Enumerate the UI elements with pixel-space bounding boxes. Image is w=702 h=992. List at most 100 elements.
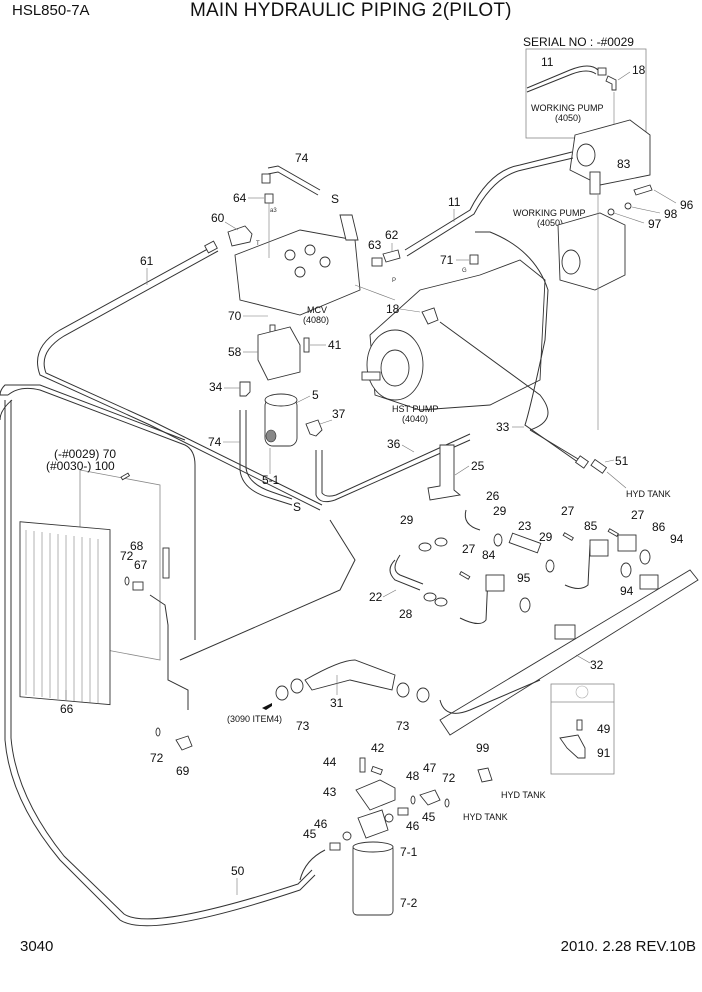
inset-49-91: 49 91 xyxy=(550,683,615,775)
filter-cartridge-7-2 xyxy=(352,844,394,916)
callout-33: 33 xyxy=(496,420,510,434)
callout-94b: 94 xyxy=(620,584,634,598)
hose-50 xyxy=(4,400,316,927)
s-mark-lower: S xyxy=(293,500,301,514)
fitting-33 xyxy=(574,455,590,469)
callout-94a: 94 xyxy=(670,532,684,546)
hose-33-end xyxy=(529,429,584,463)
callout-7-2: 7-2 xyxy=(400,896,418,910)
tube-85 xyxy=(564,544,591,589)
leader-96 xyxy=(653,189,677,204)
callout-41: 41 xyxy=(328,338,342,352)
callout-26: 26 xyxy=(486,489,500,503)
callout-69: 69 xyxy=(176,764,190,778)
hst-pump: HST PUMP (4040) G xyxy=(361,259,546,424)
clamp-29a-1 xyxy=(418,542,432,552)
callout-70: 70 xyxy=(228,309,242,323)
callout-29b: 29 xyxy=(493,504,507,518)
port-t: T xyxy=(256,241,260,247)
mcv-port-b xyxy=(304,244,316,256)
bolt-27-b xyxy=(562,532,574,541)
callout-34: 34 xyxy=(209,380,223,394)
leader-98 xyxy=(631,206,661,214)
page-title: MAIN HYDRAULIC PIPING 2(PILOT) xyxy=(190,0,512,21)
oring-94-a xyxy=(639,549,651,565)
pipe-11-inset xyxy=(526,65,599,89)
tee-34 xyxy=(239,381,251,397)
elbow-83 xyxy=(589,171,601,195)
port-p: P xyxy=(392,278,396,284)
washer-98 xyxy=(624,202,632,210)
hose-11-edge xyxy=(406,157,574,257)
connector-67 xyxy=(132,581,144,591)
oring-72-b xyxy=(155,727,161,737)
leader-5 xyxy=(295,395,311,404)
callout-96: 96 xyxy=(680,198,694,212)
elbow-18 xyxy=(421,307,439,325)
fitting-64 xyxy=(264,193,274,204)
callout-37: 37 xyxy=(332,407,346,421)
mcv-port-d xyxy=(294,266,306,278)
hose-50-end xyxy=(299,849,326,881)
hose-22 xyxy=(389,559,421,591)
frame-loop-outer xyxy=(0,384,186,441)
callout-29c: 29 xyxy=(539,530,553,544)
clamp-73-a2 xyxy=(290,678,304,694)
clamp-29c xyxy=(545,559,555,573)
callout-7-1: 7-1 xyxy=(400,845,418,859)
callout-18: 18 xyxy=(386,302,400,316)
serial-note-70: (-#0029) 70 xyxy=(54,447,116,461)
hst-pump-hub xyxy=(380,349,410,387)
revision-date: 2010. 2.28 REV.10B xyxy=(560,938,696,955)
bolt-42 xyxy=(370,765,383,776)
callout-32: 32 xyxy=(590,658,604,672)
leader-25 xyxy=(454,465,470,476)
bracket-43 xyxy=(355,779,396,811)
hyd-tank-label-2: HYD TANK xyxy=(463,812,508,822)
elbow-18-inset xyxy=(605,75,617,91)
inset-pump-code: (4050) xyxy=(555,113,581,123)
callout-43: 43 xyxy=(323,785,337,799)
leader-97 xyxy=(613,212,645,224)
callout-72-b: 72 xyxy=(150,751,164,765)
callout-36: 36 xyxy=(387,437,401,451)
hyd-tank-label-1: HYD TANK xyxy=(626,489,671,499)
callout-97: 97 xyxy=(648,217,662,231)
flange-86 xyxy=(617,534,637,552)
bolt-96 xyxy=(633,184,653,196)
callout-11-inset: 11 xyxy=(541,55,554,69)
working-pump-lower: WORKING PUMP (4050) xyxy=(513,195,626,430)
callout-5: 5 xyxy=(312,388,319,402)
callout-86: 86 xyxy=(652,520,666,534)
filter-5-indicator xyxy=(265,429,277,443)
washer-46-a xyxy=(342,831,352,841)
screw-70-100 xyxy=(120,472,131,481)
callout-11: 11 xyxy=(448,195,461,209)
page-number: 3040 xyxy=(20,938,54,955)
leader-hyd-tank-1 xyxy=(606,471,627,489)
fitting-63 xyxy=(371,257,383,267)
ref-3090-item4: (3090 ITEM4) xyxy=(227,714,282,724)
leader-18-inset xyxy=(617,71,631,81)
pipe-32-flange-a xyxy=(554,624,576,640)
leader-36 xyxy=(401,444,415,453)
fitting-71 xyxy=(469,254,479,265)
bracket-58 xyxy=(257,326,301,381)
hose-74-lower xyxy=(239,410,293,506)
bolt-49 xyxy=(576,719,583,731)
clamp-28-1 xyxy=(423,592,437,602)
adapter-51 xyxy=(590,458,608,474)
callout-29a: 29 xyxy=(400,513,414,527)
filter-5-top xyxy=(264,393,298,407)
leader-18 xyxy=(399,308,421,313)
callout-18-inset: 18 xyxy=(632,63,646,77)
hst-pump-code: (4040) xyxy=(402,414,428,424)
callout-23: 23 xyxy=(518,519,532,533)
callout-74-top: 74 xyxy=(295,151,309,165)
working-pump-body-upper xyxy=(569,119,651,186)
tube-84 xyxy=(459,574,489,624)
callout-63: 63 xyxy=(368,238,382,252)
inset-pump-name: WORKING PUMP xyxy=(531,103,604,113)
s-mark-top: S xyxy=(331,192,339,206)
